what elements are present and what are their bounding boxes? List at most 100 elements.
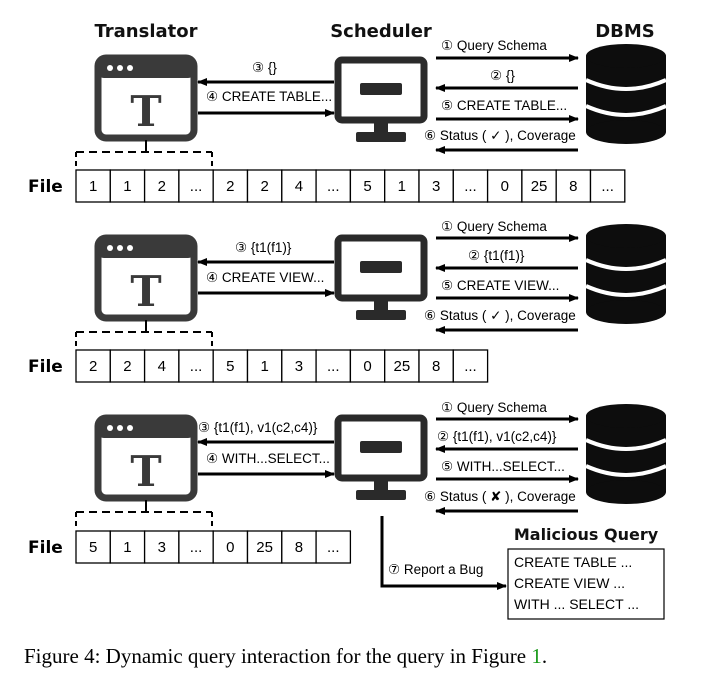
msg-query: ④ CREATE VIEW... bbox=[206, 270, 324, 285]
malicious-line-1: CREATE TABLE ... bbox=[514, 554, 632, 570]
msg-status-coverage: ⑥ Status ( ✘ ), Coverage bbox=[424, 489, 576, 504]
malicious-line-2: CREATE VIEW ... bbox=[514, 575, 625, 591]
file-cell-value: 5 bbox=[363, 178, 371, 195]
file-cell bbox=[315, 530, 352, 564]
round-3: ③ {t1(f1), v1(c2,c4)} ④ WITH...SELECT...… bbox=[28, 400, 668, 620]
msg-execute-query: ⑤ CREATE TABLE... bbox=[441, 98, 567, 113]
file-cell-value: ... bbox=[464, 178, 477, 195]
file-cell bbox=[212, 169, 249, 203]
file-cell bbox=[281, 169, 317, 203]
file-cell-value: 2 bbox=[89, 358, 97, 375]
file-cell-value: 4 bbox=[295, 178, 303, 195]
scheduler-header: Scheduler bbox=[330, 21, 432, 42]
file-cell-value: 25 bbox=[531, 178, 548, 195]
file-label: File bbox=[28, 177, 63, 197]
scheduler-monitor-icon bbox=[338, 60, 424, 142]
file-cell-value: ... bbox=[327, 539, 340, 556]
dbms-database-icon bbox=[584, 402, 668, 506]
file-cell-value: 0 bbox=[501, 178, 509, 195]
file-cell bbox=[75, 530, 111, 564]
file-cell bbox=[315, 169, 352, 203]
file-cell-value: 25 bbox=[394, 358, 411, 375]
file-cell-value: 5 bbox=[89, 539, 97, 556]
msg-schema-response: ② {t1(f1)} bbox=[468, 248, 525, 263]
file-cell-value: 3 bbox=[158, 539, 166, 556]
msg-schema-response: ② {} bbox=[490, 68, 515, 83]
file-cell-value: ... bbox=[190, 358, 203, 375]
msg-status-coverage: ⑥ Status ( ✓ ), Coverage bbox=[424, 308, 576, 323]
msg-schema-response: ② {t1(f1), v1(c2,c4)} bbox=[437, 429, 557, 444]
file-cell bbox=[418, 169, 454, 203]
msg-status-coverage: ⑥ Status ( ✓ ), Coverage bbox=[424, 128, 576, 143]
file-cell-value: ... bbox=[190, 178, 203, 195]
msg-schema-result: ③ {t1(f1), v1(c2,c4)} bbox=[198, 420, 318, 435]
translator-icon bbox=[98, 418, 194, 498]
file-cell bbox=[109, 530, 146, 564]
msg-query-schema: ① Query Schema bbox=[441, 219, 547, 234]
file-cell bbox=[589, 169, 626, 203]
file-cell bbox=[555, 169, 592, 203]
file-cell-value: ... bbox=[327, 178, 340, 195]
file-cell-value: 3 bbox=[295, 358, 303, 375]
file-cell bbox=[178, 530, 214, 564]
translator-icon bbox=[98, 238, 194, 318]
file-cell bbox=[452, 349, 489, 383]
file-cell-value: 1 bbox=[89, 178, 97, 195]
file-cell-value: ... bbox=[601, 178, 614, 195]
scheduler-monitor-icon bbox=[338, 418, 424, 500]
file-cell bbox=[349, 349, 386, 383]
file-cell-value: 1 bbox=[398, 178, 406, 195]
file-cell-value: 0 bbox=[226, 539, 234, 556]
file-cell-value: 5 bbox=[226, 358, 234, 375]
msg-execute-query: ⑤ CREATE VIEW... bbox=[441, 278, 559, 293]
file-cell bbox=[246, 169, 283, 203]
file-label: File bbox=[28, 357, 63, 377]
file-cell-value: 2 bbox=[226, 178, 234, 195]
figure-caption: Figure 4: Dynamic query interaction for … bbox=[24, 644, 547, 668]
file-cell bbox=[75, 349, 111, 383]
file-cell bbox=[212, 349, 249, 383]
file-cell bbox=[75, 169, 111, 203]
msg-schema-result: ③ {} bbox=[252, 60, 277, 75]
file-cell bbox=[143, 530, 180, 564]
report-bug-label: ⑦ Report a Bug bbox=[388, 562, 483, 577]
file-cell bbox=[109, 349, 146, 383]
malicious-query-title: Malicious Query bbox=[514, 525, 659, 544]
round-2: ③ {t1(f1)} ④ CREATE VIEW... ① Query Sche… bbox=[28, 219, 668, 383]
msg-query-schema: ① Query Schema bbox=[441, 38, 547, 53]
malicious-line-3: WITH ... SELECT ... bbox=[514, 596, 639, 612]
file-cell-value: 8 bbox=[432, 358, 440, 375]
file-cell bbox=[281, 530, 317, 564]
msg-query: ④ WITH...SELECT... bbox=[206, 451, 330, 466]
msg-query: ④ CREATE TABLE... bbox=[206, 89, 332, 104]
file-cell-value: ... bbox=[190, 539, 203, 556]
file-cell bbox=[418, 349, 454, 383]
file-cell-value: ... bbox=[327, 358, 340, 375]
file-cell-value: 1 bbox=[123, 178, 131, 195]
file-cell-value: 2 bbox=[260, 178, 268, 195]
file-cell-value: 1 bbox=[260, 358, 268, 375]
msg-query-schema: ① Query Schema bbox=[441, 400, 547, 415]
file-cell-value: 8 bbox=[569, 178, 577, 195]
file-cell bbox=[143, 169, 180, 203]
malicious-query-box bbox=[507, 548, 665, 620]
scheduler-monitor-icon bbox=[338, 238, 424, 320]
file-cell bbox=[281, 349, 317, 383]
file-cell-value: 4 bbox=[158, 358, 166, 375]
file-cell-value: 8 bbox=[295, 539, 303, 556]
round-1: ③ {} ④ CREATE TABLE... ① Query Schema ② … bbox=[28, 38, 668, 203]
dbms-database-icon bbox=[584, 42, 668, 146]
figure-link[interactable]: 1 bbox=[531, 644, 542, 668]
translator-header: Translator bbox=[94, 21, 197, 42]
translator-icon bbox=[98, 58, 194, 138]
msg-schema-result: ③ {t1(f1)} bbox=[235, 240, 292, 255]
file-cell bbox=[452, 169, 489, 203]
file-cell-value: 3 bbox=[432, 178, 440, 195]
file-cell bbox=[246, 530, 283, 564]
dbms-database-icon bbox=[584, 222, 668, 326]
file-cell bbox=[521, 169, 557, 203]
file-cell bbox=[315, 349, 352, 383]
